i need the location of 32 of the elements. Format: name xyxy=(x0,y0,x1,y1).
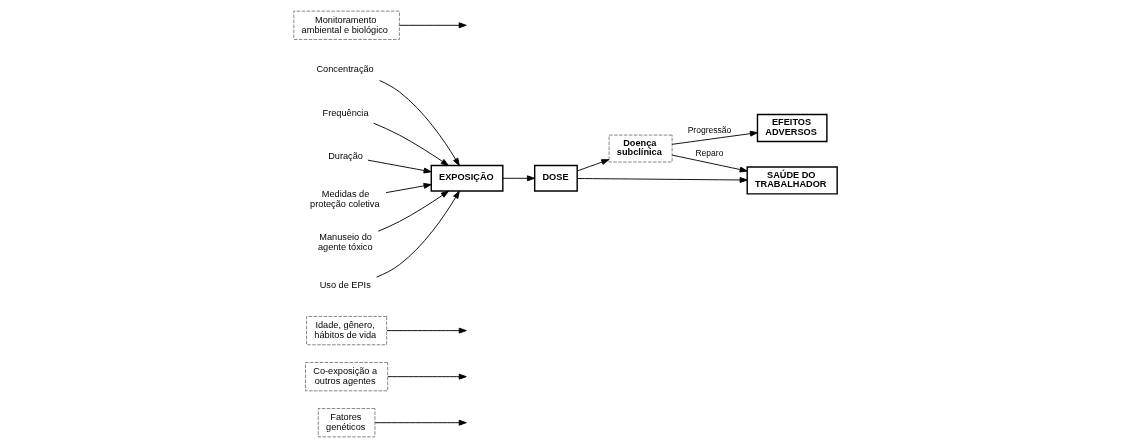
node-box: Doença subclínica xyxy=(608,134,672,163)
arrow xyxy=(386,327,467,334)
arrow xyxy=(576,177,748,183)
edge-label: Progressão xyxy=(687,125,731,136)
node-text: Frequência xyxy=(322,107,368,118)
arrow xyxy=(671,130,758,145)
node-text: Concentração xyxy=(316,64,374,75)
arrow xyxy=(374,419,467,426)
node-text: Uso de EPIs xyxy=(319,280,371,291)
node-box: Idade, gênero, hábitos de vida xyxy=(305,316,387,346)
node-box: EXPOSIÇÃO xyxy=(430,164,503,192)
arrow xyxy=(398,22,467,29)
arrow xyxy=(385,182,432,194)
arrow xyxy=(367,159,432,174)
arrow xyxy=(576,159,609,172)
arrow xyxy=(378,80,460,166)
arrow xyxy=(372,122,449,166)
arrow xyxy=(387,373,467,380)
node-box: Monitoramento ambiental e biológico xyxy=(292,10,400,40)
node-box: SAÚDE DO TRABALHADOR xyxy=(746,166,838,195)
node-box: Fatores genéticos xyxy=(317,408,375,438)
arrow xyxy=(501,175,535,182)
node-text: Manuseio do agente tóxico xyxy=(317,232,373,253)
edge-label: Reparo xyxy=(694,148,723,159)
node-box: DOSE xyxy=(533,164,578,192)
node-box: Co-exposição a outros agentes xyxy=(304,362,388,392)
node-text: Medidas de proteção coletiva xyxy=(309,189,380,209)
arrow xyxy=(671,154,748,173)
node-text: Duração xyxy=(327,150,363,161)
arrow xyxy=(375,190,460,278)
arrow xyxy=(377,190,449,232)
node-box: EFEITOS ADVERSOS xyxy=(756,113,828,143)
